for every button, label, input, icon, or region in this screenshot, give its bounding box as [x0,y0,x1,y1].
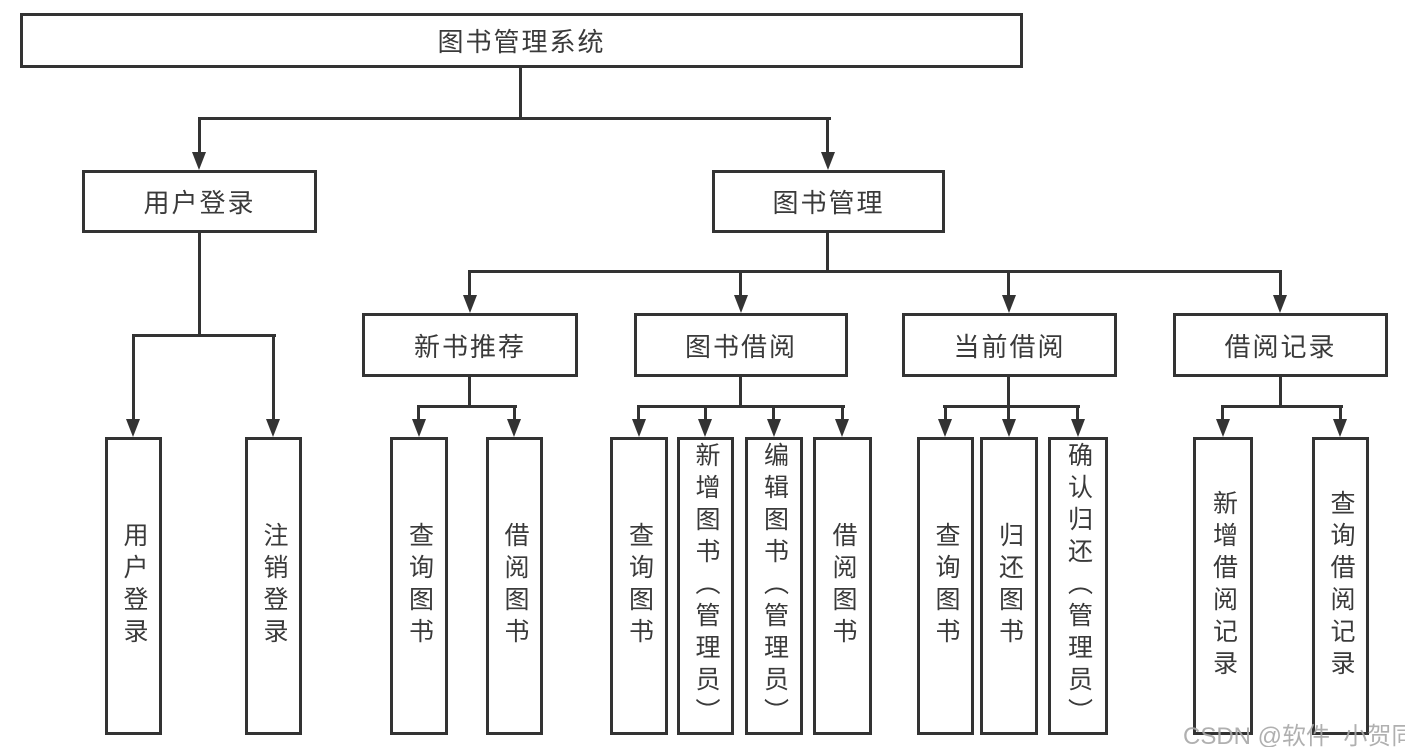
arrowhead-down [192,152,206,170]
leaf-add-borrow-record: 新增借阅记录 [1193,437,1253,735]
arrowhead-down [412,419,426,437]
connector-vline [132,334,135,421]
arrowhead-down [1002,295,1016,313]
connector-vline [826,233,829,273]
arrowhead-down [1071,419,1085,437]
arrowhead-down [507,419,521,437]
connector-vline [198,117,201,154]
arrowhead-down [632,419,646,437]
arrowhead-down [126,419,140,437]
connector-vline [1279,377,1282,408]
leaf-query-borrow-record: 查询借阅记录 [1312,437,1369,735]
connector-vline [1007,405,1010,421]
node-new-book-recommend: 新书推荐 [362,313,578,377]
node-book-management: 图书管理 [712,170,945,233]
arrowhead-down [835,419,849,437]
node-label: 图书管理 [772,188,885,218]
arrowhead-down [266,419,280,437]
connector-vline [637,405,640,421]
leaf-user-login: 用户登录 [105,437,162,735]
node-label: 归还图书 [995,522,1024,650]
connector-hline [198,117,831,120]
connector-vline [513,405,516,421]
leaf-borrow-books-newrec: 借阅图书 [486,437,543,735]
arrowhead-down [734,295,748,313]
node-label: 查询图书 [932,522,960,650]
connector-hline [943,405,1080,408]
leaf-add-books-admin: 新增图书（管理员） [677,437,734,735]
node-label: 当前借阅 [953,331,1066,362]
node-label: 新书推荐 [413,331,526,362]
connector-hline [468,270,1282,273]
connector-vline [468,377,471,408]
connector-vline [1279,270,1282,297]
connector-vline [1076,405,1079,421]
leaf-query-books-current: 查询图书 [917,437,974,735]
node-label: 图书借阅 [684,331,797,362]
node-label: 查询图书 [625,522,654,650]
node-current-borrow: 当前借阅 [902,313,1117,377]
leaf-borrow-books: 借阅图书 [813,437,872,735]
leaf-logout-login: 注销登录 [245,437,302,735]
connector-vline [198,233,201,337]
node-label: 编辑图书（管理员） [760,442,789,730]
connector-vline [519,68,522,118]
node-label: 新增图书（管理员） [692,442,720,730]
node-label: 查询借阅记录 [1327,490,1355,682]
arrowhead-down [938,419,952,437]
node-label: 图书管理系统 [437,27,606,57]
connector-vline [739,270,742,297]
connector-hline [417,405,517,408]
arrowhead-down [463,295,477,313]
connector-vline [841,405,844,421]
connector-vline [272,334,275,421]
arrowhead-down [1333,419,1347,437]
arrowhead-down [1002,419,1016,437]
connector-vline [1221,405,1224,421]
node-label: 借阅图书 [501,522,529,650]
node-label: 查询图书 [405,522,434,650]
leaf-query-books-newrec: 查询图书 [390,437,448,735]
leaf-return-books: 归还图书 [980,437,1038,735]
csdn-watermark: CSDN @软件_小贺同学 [1183,723,1405,747]
node-label: 确认归还（管理员） [1064,442,1093,730]
connector-vline [944,405,947,421]
node-user-login: 用户登录 [82,170,317,233]
connector-vline [772,405,775,421]
connector-hline [1221,405,1343,408]
leaf-edit-books-admin: 编辑图书（管理员） [745,437,803,735]
arrowhead-down [1216,419,1230,437]
node-borrow-record: 借阅记录 [1173,313,1388,377]
connector-hline [132,334,276,337]
node-label: 注销登录 [260,522,288,650]
node-label: 新增借阅记录 [1209,490,1238,682]
connector-vline [417,405,420,421]
leaf-query-books-borrow: 查询图书 [610,437,668,735]
connector-vline [739,377,742,408]
connector-vline [1339,405,1342,421]
arrowhead-down [767,419,781,437]
connector-hline [637,405,845,408]
node-label: 用户登录 [143,188,256,218]
node-label: 借阅记录 [1224,331,1337,362]
connector-vline [1007,377,1010,408]
node-label: 借阅图书 [829,522,857,650]
node-label: 用户登录 [120,522,148,650]
connector-vline [704,405,707,421]
arrowhead-down [821,152,835,170]
connector-vline [826,117,829,154]
arrowhead-down [1273,295,1287,313]
leaf-confirm-return-admin: 确认归还（管理员） [1048,437,1108,735]
node-root-system: 图书管理系统 [20,13,1023,68]
connector-vline [468,270,471,297]
connector-vline [1007,270,1010,297]
arrowhead-down [698,419,712,437]
node-book-borrow: 图书借阅 [634,313,848,377]
